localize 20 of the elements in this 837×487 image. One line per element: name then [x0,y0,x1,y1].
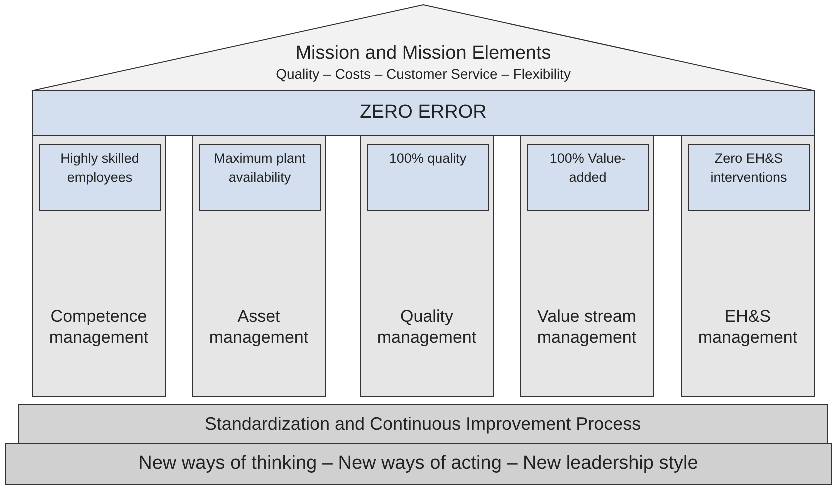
pillar-label: Quality management [376,306,478,348]
beam-bar: ZERO ERROR [32,90,815,136]
pillar-column [681,135,815,397]
foundation-step: New ways of thinking – New ways of acting – New leadership style [5,443,832,485]
goal-box: 100% quality [367,144,489,211]
pillar-column [520,135,654,397]
goal-box: Highly skilled employees [39,144,161,211]
upper-step: Standardization and Continuous Improvement Process [18,404,828,444]
pillar-label: EH&S management [697,306,799,348]
pillar-column [192,135,326,397]
roof-subtitle: Quality – Costs – Customer Service – Flexibility [276,65,571,83]
goal-box: Zero EH&S interventions [688,144,810,211]
pillar-label: Competence management [48,306,150,348]
pillar-column [32,135,166,397]
pillar-label: Value stream management [536,306,638,348]
pillar-label: Asset management [208,306,310,348]
goal-box: 100% Value-added [527,144,649,211]
roof-title: Mission and Mission Elements [296,42,552,65]
goal-box: Maximum plant availability [199,144,321,211]
pillar-column [360,135,494,397]
